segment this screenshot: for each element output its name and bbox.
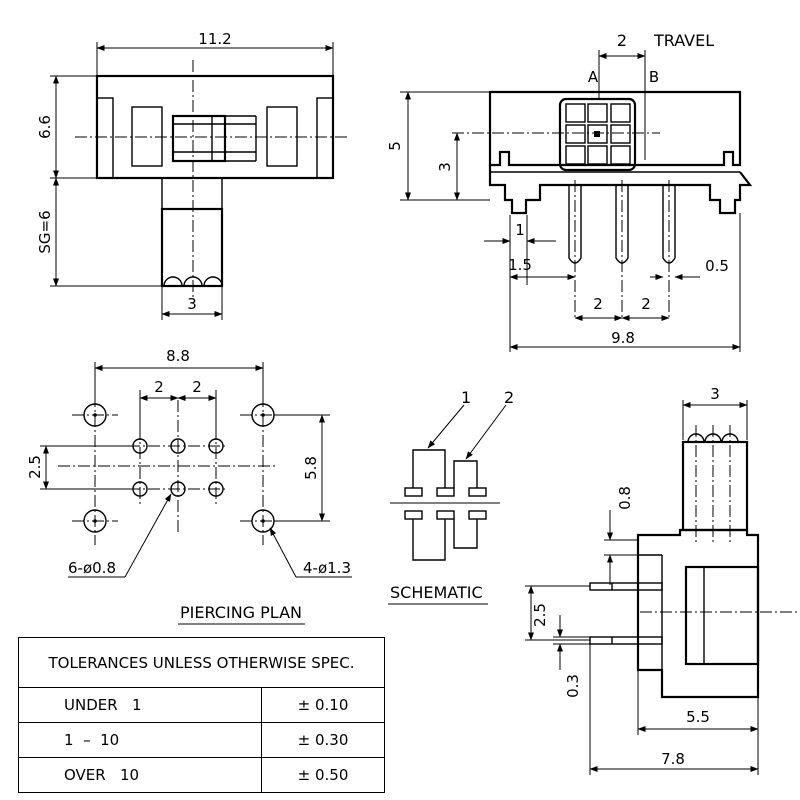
tolerance-header: TOLERANCES UNLESS OTHERWISE SPEC. bbox=[18, 637, 385, 688]
side-view: 2 TRAVEL A B 5 3 1 1.5 0.5 2 2 9.8 bbox=[386, 31, 753, 352]
dim-plan-pitch-2: 2 bbox=[192, 378, 202, 396]
dim-pitch-2: 2 bbox=[641, 295, 651, 313]
schematic-label-1: 1 bbox=[461, 388, 471, 407]
dim-top-height: 6.6 bbox=[36, 115, 54, 139]
schematic: 1 2 SCHEMATIC bbox=[388, 388, 514, 605]
dim-side-height: 5 bbox=[386, 141, 404, 151]
large-holes bbox=[83, 403, 275, 533]
schematic-label-2: 2 bbox=[504, 388, 514, 407]
dim-pin-width: 1 bbox=[515, 221, 525, 239]
dim-pin-offset: 1.5 bbox=[508, 256, 532, 274]
dim-side-width: 9.8 bbox=[611, 329, 635, 347]
dim-plan-row-gap: 2.5 bbox=[26, 455, 44, 479]
tolerance-table: TOLERANCES UNLESS OTHERWISE SPEC. UNDER … bbox=[18, 637, 385, 793]
end-view: 3 0.8 2.5 0.3 5.5 7.8 bbox=[525, 385, 800, 775]
dim-plan-height: 5.8 bbox=[302, 456, 320, 480]
table-row: 1 – 10 ± 0.30 bbox=[18, 722, 385, 758]
tolerance-value: ± 0.50 bbox=[261, 757, 385, 793]
note-large-holes: 4-ø1.3 bbox=[303, 559, 351, 577]
dim-end-d4: 5.5 bbox=[686, 708, 710, 726]
top-view: 11.2 6.6 SG=6 3 bbox=[36, 30, 348, 320]
dim-end-width: 3 bbox=[710, 385, 720, 403]
pos-a: A bbox=[588, 68, 599, 86]
dim-handle-sg: SG=6 bbox=[36, 210, 54, 253]
end-body bbox=[636, 528, 760, 699]
end-handle bbox=[681, 440, 749, 532]
travel-label: TRAVEL bbox=[653, 31, 714, 50]
dim-end-d3: 0.3 bbox=[564, 674, 582, 698]
top-actuator bbox=[171, 114, 227, 163]
dim-pitch-1: 2 bbox=[593, 295, 603, 313]
dim-end-d5: 7.8 bbox=[661, 750, 685, 768]
dim-travel: 2 bbox=[617, 31, 627, 50]
small-holes bbox=[132, 438, 224, 497]
schematic-title: SCHEMATIC bbox=[390, 583, 483, 602]
dim-pin-thickness: 0.5 bbox=[705, 257, 729, 275]
tolerance-range: 1 – 10 bbox=[18, 722, 262, 758]
pos-b: B bbox=[649, 68, 659, 86]
tolerance-range: UNDER 1 bbox=[18, 687, 262, 723]
top-handle bbox=[160, 207, 224, 288]
dim-plan-pitch-1: 2 bbox=[154, 378, 164, 396]
tolerance-value: ± 0.30 bbox=[261, 722, 385, 758]
note-small-holes: 6-ø0.8 bbox=[68, 559, 116, 577]
dim-end-d1: 0.8 bbox=[616, 486, 634, 510]
dim-top-width: 11.2 bbox=[198, 30, 231, 48]
tolerance-value: ± 0.10 bbox=[261, 687, 385, 723]
tolerance-range: OVER 10 bbox=[18, 757, 262, 793]
piercing-plan: 8.8 2 2 2.5 5.8 6-ø0.8 4-ø1.3 PIERCING P… bbox=[26, 347, 352, 625]
piercing-plan-title: PIERCING PLAN bbox=[180, 603, 302, 622]
dim-end-d2: 2.5 bbox=[531, 603, 549, 627]
dim-side-height2: 3 bbox=[436, 162, 454, 172]
dim-plan-width: 8.8 bbox=[166, 347, 190, 365]
side-actuator bbox=[558, 97, 637, 172]
table-row: OVER 10 ± 0.50 bbox=[18, 757, 385, 793]
dim-handle-pitch: 3 bbox=[187, 295, 197, 313]
table-row: UNDER 1 ± 0.10 bbox=[18, 687, 385, 723]
